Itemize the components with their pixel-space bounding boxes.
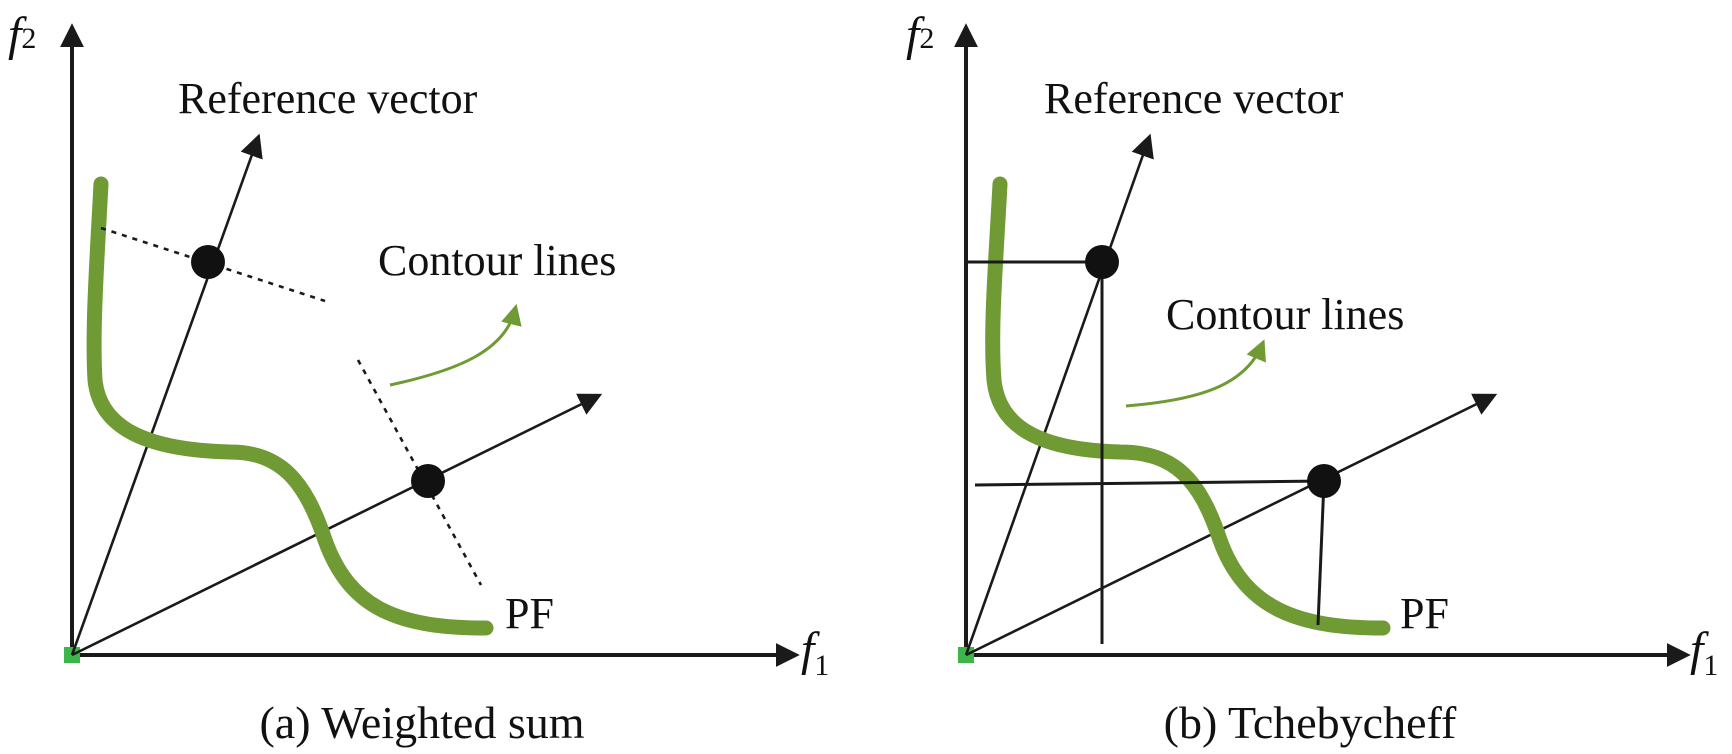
solution-point-upper [191,245,225,279]
contour-lines-label: Contour lines [1166,290,1404,339]
panel-tchebycheff: Reference vector Contour lines PF f2 f1 … [906,8,1718,748]
panel-caption: (a) Weighted sum [259,697,584,748]
solution-point-lower [411,464,445,498]
pf-label: PF [505,589,554,638]
x-axis-label: f1 [1690,623,1718,682]
contour-direction-arrow [1125,339,1266,408]
solution-point-lower [1307,464,1341,498]
pareto-front-curve [985,176,1391,636]
solution-point-upper [1085,245,1119,279]
contour-lines-label: Contour lines [378,236,616,285]
y-axis-label: f2 [906,8,934,61]
reference-vector-lower [965,393,1498,657]
contour-direction-arrow [389,303,522,387]
x-axis-label: f1 [801,623,829,682]
panel-caption: (b) Tchebycheff [1164,697,1457,748]
contour-line-lower [356,359,483,586]
y-axis-label: f2 [8,8,36,61]
contour-line-lower-horizontal [974,479,1325,487]
pareto-front-curve [86,176,494,636]
pf-label: PF [1400,589,1449,638]
reference-vector-label: Reference vector [178,74,478,123]
reference-vector-upper [70,133,263,656]
reference-vector-lower [71,393,603,657]
contour-line-lower-vertical [1316,480,1326,626]
panel-weighted-sum: Reference vector Contour lines PF f2 f1 … [8,8,829,748]
reference-vector-label: Reference vector [1044,74,1344,123]
reference-vector-upper [964,133,1154,656]
